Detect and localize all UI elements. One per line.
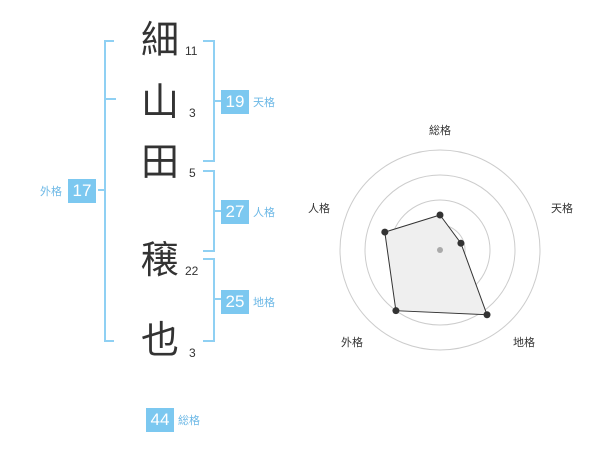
radar-point-5 xyxy=(381,228,389,236)
radar-area xyxy=(384,214,488,316)
radar-ring-1 xyxy=(339,149,541,351)
chikaku-value: 25 xyxy=(221,290,249,314)
tenkaku-badge: 19 天格 xyxy=(221,90,275,114)
stroke-count-1: 11 xyxy=(185,44,198,58)
tenkaku-label: 天格 xyxy=(253,96,275,109)
stroke-count-4: 22 xyxy=(185,264,199,278)
gaikaku-bracket-tick xyxy=(104,98,116,100)
chikaku-connector xyxy=(213,298,221,300)
radar-point-2 xyxy=(457,239,465,247)
tenkaku-value: 19 xyxy=(221,90,249,114)
stroke-count-5: 3 xyxy=(189,346,196,360)
radar-label-gaikaku: 外格 xyxy=(341,335,363,349)
name-char-5: 也 xyxy=(140,318,179,362)
radar-point-4 xyxy=(392,307,400,315)
gaikaku-badge: 外格 17 xyxy=(40,179,96,203)
tenkaku-connector xyxy=(213,100,221,102)
radar-label-jinkaku: 人格 xyxy=(308,201,330,215)
radar-ring-2 xyxy=(364,174,516,326)
stroke-count-2: 3 xyxy=(189,106,196,120)
jinkaku-label: 人格 xyxy=(253,206,275,219)
radar-label-chikaku: 地格 xyxy=(513,335,535,349)
stroke-count-3: 5 xyxy=(189,166,196,180)
gaikaku-bracket xyxy=(104,40,114,342)
radar-label-soukaku: 総格 xyxy=(429,123,451,137)
gaikaku-value: 17 xyxy=(68,179,96,203)
radar-points xyxy=(381,211,491,319)
radar-label-tenkaku: 天格 xyxy=(551,201,573,215)
soukaku-value: 44 xyxy=(146,408,174,432)
name-char-3: 田 xyxy=(140,140,179,184)
soukaku-badge: 44 総格 xyxy=(146,408,200,432)
chikaku-bracket xyxy=(203,258,215,342)
chikaku-badge: 25 地格 xyxy=(221,290,275,314)
soukaku-label: 総格 xyxy=(178,414,200,427)
jinkaku-connector xyxy=(213,210,221,212)
radar-point-1 xyxy=(436,211,444,219)
name-char-2: 山 xyxy=(140,80,179,124)
gaikaku-connector xyxy=(98,189,106,191)
radar-point-3 xyxy=(483,311,491,319)
jinkaku-value: 27 xyxy=(221,200,249,224)
name-char-1: 細 xyxy=(140,18,179,62)
gaikaku-label: 外格 xyxy=(40,185,62,198)
name-char-4: 穣 xyxy=(140,238,179,282)
radar-center xyxy=(437,247,443,253)
jinkaku-badge: 27 人格 xyxy=(221,200,275,224)
chikaku-label: 地格 xyxy=(253,296,275,309)
